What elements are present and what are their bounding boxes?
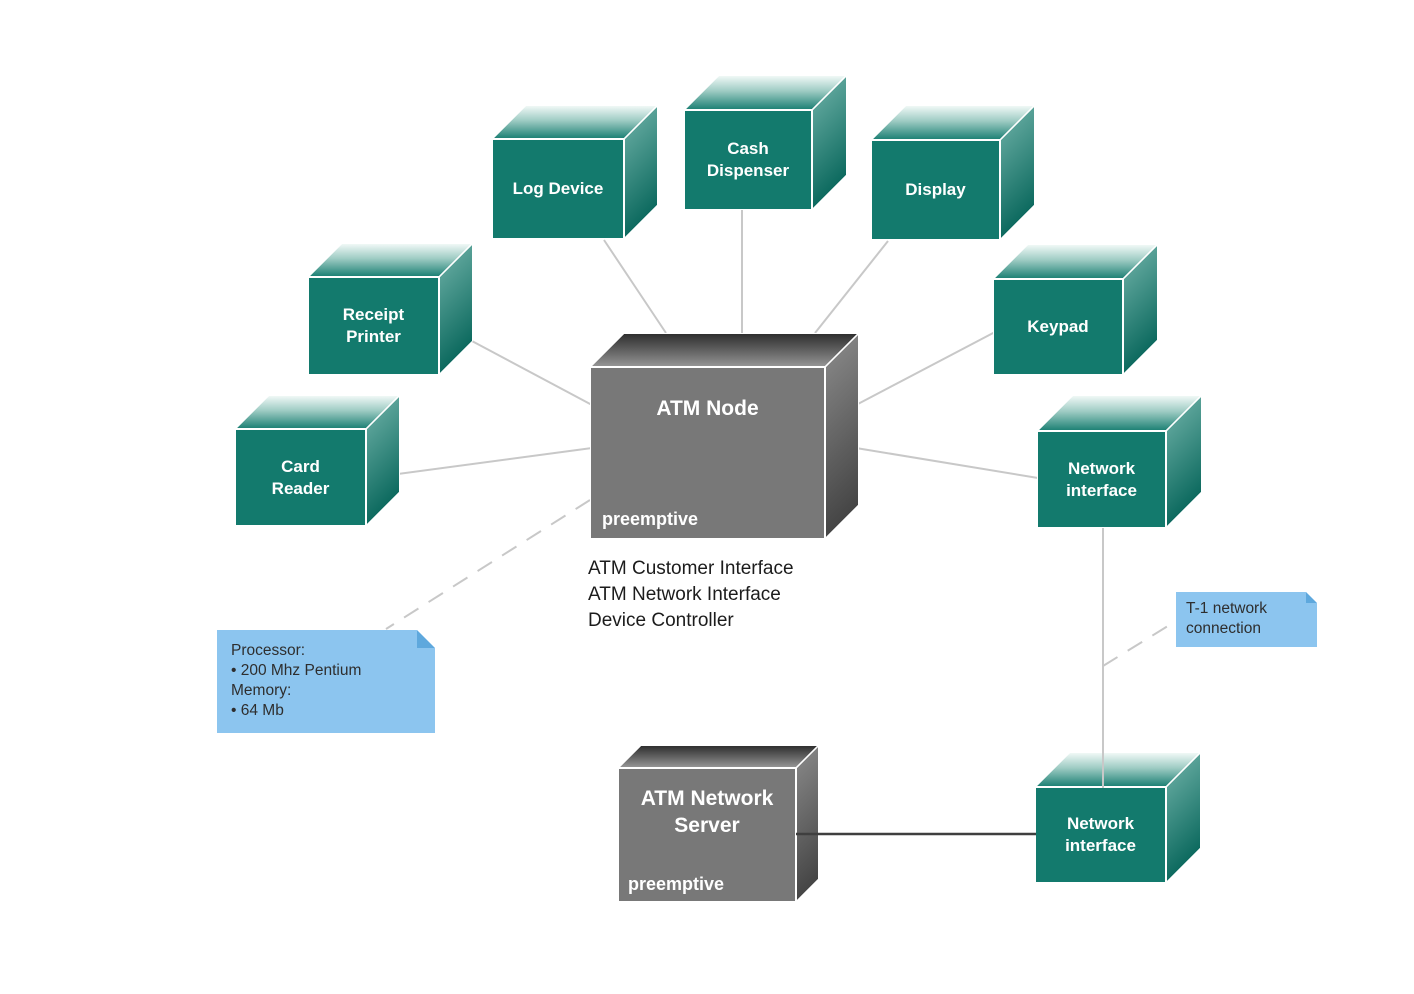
node-label: Receipt Printer <box>342 305 405 346</box>
node-display[interactable]: Display <box>871 105 1035 240</box>
connector-keypad <box>855 331 996 406</box>
note-t1[interactable]: T-1 network connection <box>1176 592 1317 647</box>
component-item: ATM Customer Interface <box>588 558 794 579</box>
connector-log-device <box>603 239 667 334</box>
node-label: Display <box>905 180 966 200</box>
component-item: ATM Network Interface <box>588 584 781 605</box>
node-atm[interactable]: ATM Node preemptive <box>590 333 859 539</box>
note-text: Processor: • 200 Mhz Pentium Memory: • 6… <box>231 642 362 719</box>
box-front-face: Card Reader <box>235 429 366 526</box>
box-front-face: Display <box>871 140 1000 240</box>
node-title: ATM Node <box>656 397 759 420</box>
note-text: T-1 network connection <box>1186 600 1267 637</box>
note-anchor-processor <box>385 499 591 630</box>
node-label: Keypad <box>1027 317 1089 337</box>
node-label: Log Device <box>512 179 604 199</box>
connector-display <box>814 240 889 334</box>
node-cash-dispenser[interactable]: Cash Dispenser <box>684 75 847 210</box>
node-label: Card Reader <box>271 456 330 498</box>
box-front-face: Receipt Printer <box>308 277 439 375</box>
note-processor[interactable]: Processor: • 200 Mhz Pentium Memory: • 6… <box>217 630 435 733</box>
node-label: Network interface <box>1065 814 1136 855</box>
node-network-interface-atm[interactable]: Network interface <box>1037 395 1202 528</box>
box-front-face: Network interface <box>1035 787 1166 883</box>
atm-node-components: ATM Customer Interface ATM Network Inter… <box>588 556 794 634</box>
node-log-device[interactable]: Log Device <box>492 105 658 239</box>
node-label: Network interface <box>1066 458 1137 500</box>
box-front-face: Network interface <box>1037 431 1166 528</box>
node-atm-network-server[interactable]: ATM Network Server preemptive <box>618 745 819 902</box>
box-front-face: Keypad <box>993 279 1123 375</box>
box-front-face: Log Device <box>492 139 624 239</box>
node-stereotype: preemptive <box>602 509 699 529</box>
node-receipt-printer[interactable]: Receipt Printer <box>308 243 473 375</box>
node-network-interface-server[interactable]: Network interface <box>1035 752 1201 883</box>
node-title: ATM Network Server <box>640 787 774 838</box>
note-fold-icon <box>1306 592 1317 603</box>
node-label: Cash Dispenser <box>706 139 790 180</box>
box-front-face: Cash Dispenser <box>684 110 812 210</box>
component-item: Device Controller <box>588 610 734 631</box>
node-stereotype: preemptive <box>628 874 725 894</box>
note-anchor-t1 <box>1102 620 1177 667</box>
connector-network-interface <box>855 447 1039 479</box>
box-front-face: ATM Node preemptive <box>590 367 825 539</box>
box-front-face: ATM Network Server preemptive <box>618 768 796 902</box>
node-card-reader[interactable]: Card Reader <box>235 395 400 526</box>
connector-card-reader <box>367 447 593 479</box>
node-keypad[interactable]: Keypad <box>993 244 1158 375</box>
